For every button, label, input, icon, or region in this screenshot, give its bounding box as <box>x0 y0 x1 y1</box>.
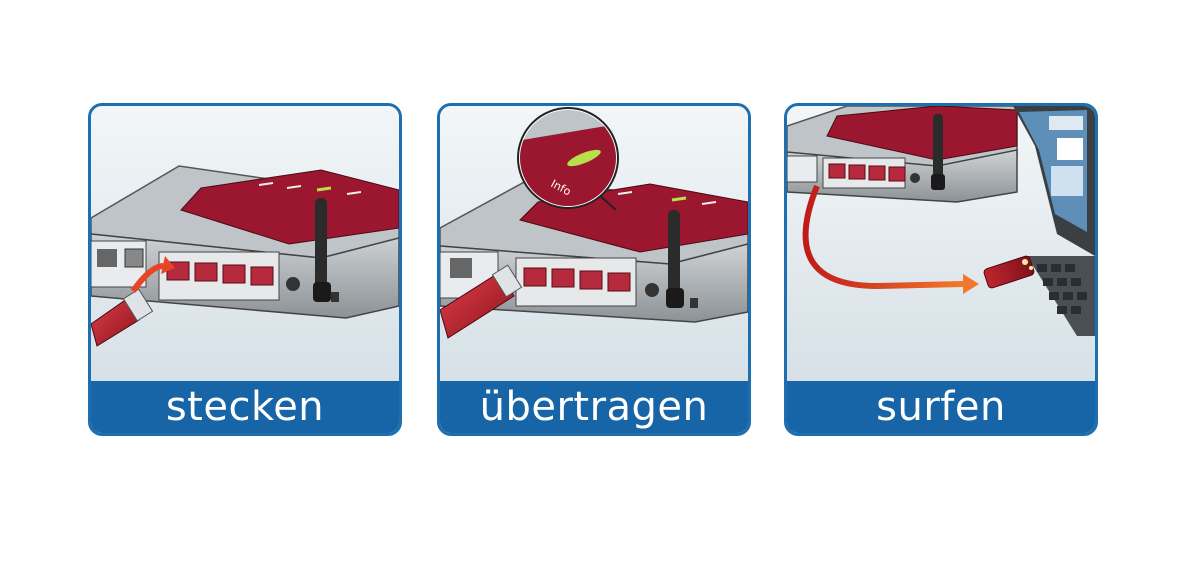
router-transfer-illustration: Info <box>440 106 748 386</box>
antenna-icon <box>666 210 684 308</box>
arrow-icon <box>130 256 175 293</box>
antenna-icon <box>931 114 945 190</box>
router-icon <box>787 106 1018 203</box>
step-caption: surfen <box>787 381 1095 433</box>
step-caption: stecken <box>91 381 399 433</box>
usb-stick-icon <box>440 264 523 339</box>
router-laptop-illustration <box>787 106 1095 386</box>
step-caption: übertragen <box>440 381 748 433</box>
antenna-icon <box>313 198 331 302</box>
step-panel-uebertragen: Info übertragen <box>437 103 751 436</box>
step-panel-stecken: stecken <box>88 103 402 436</box>
usb-stick-icon <box>983 255 1035 289</box>
step-panel-surfen: surfen <box>784 103 1098 436</box>
usb-stick-icon <box>91 288 154 347</box>
router-plug-illustration <box>91 106 399 386</box>
laptop-icon <box>1013 106 1095 336</box>
arrow-icon <box>802 184 979 294</box>
magnifier-icon: Info <box>517 107 619 211</box>
